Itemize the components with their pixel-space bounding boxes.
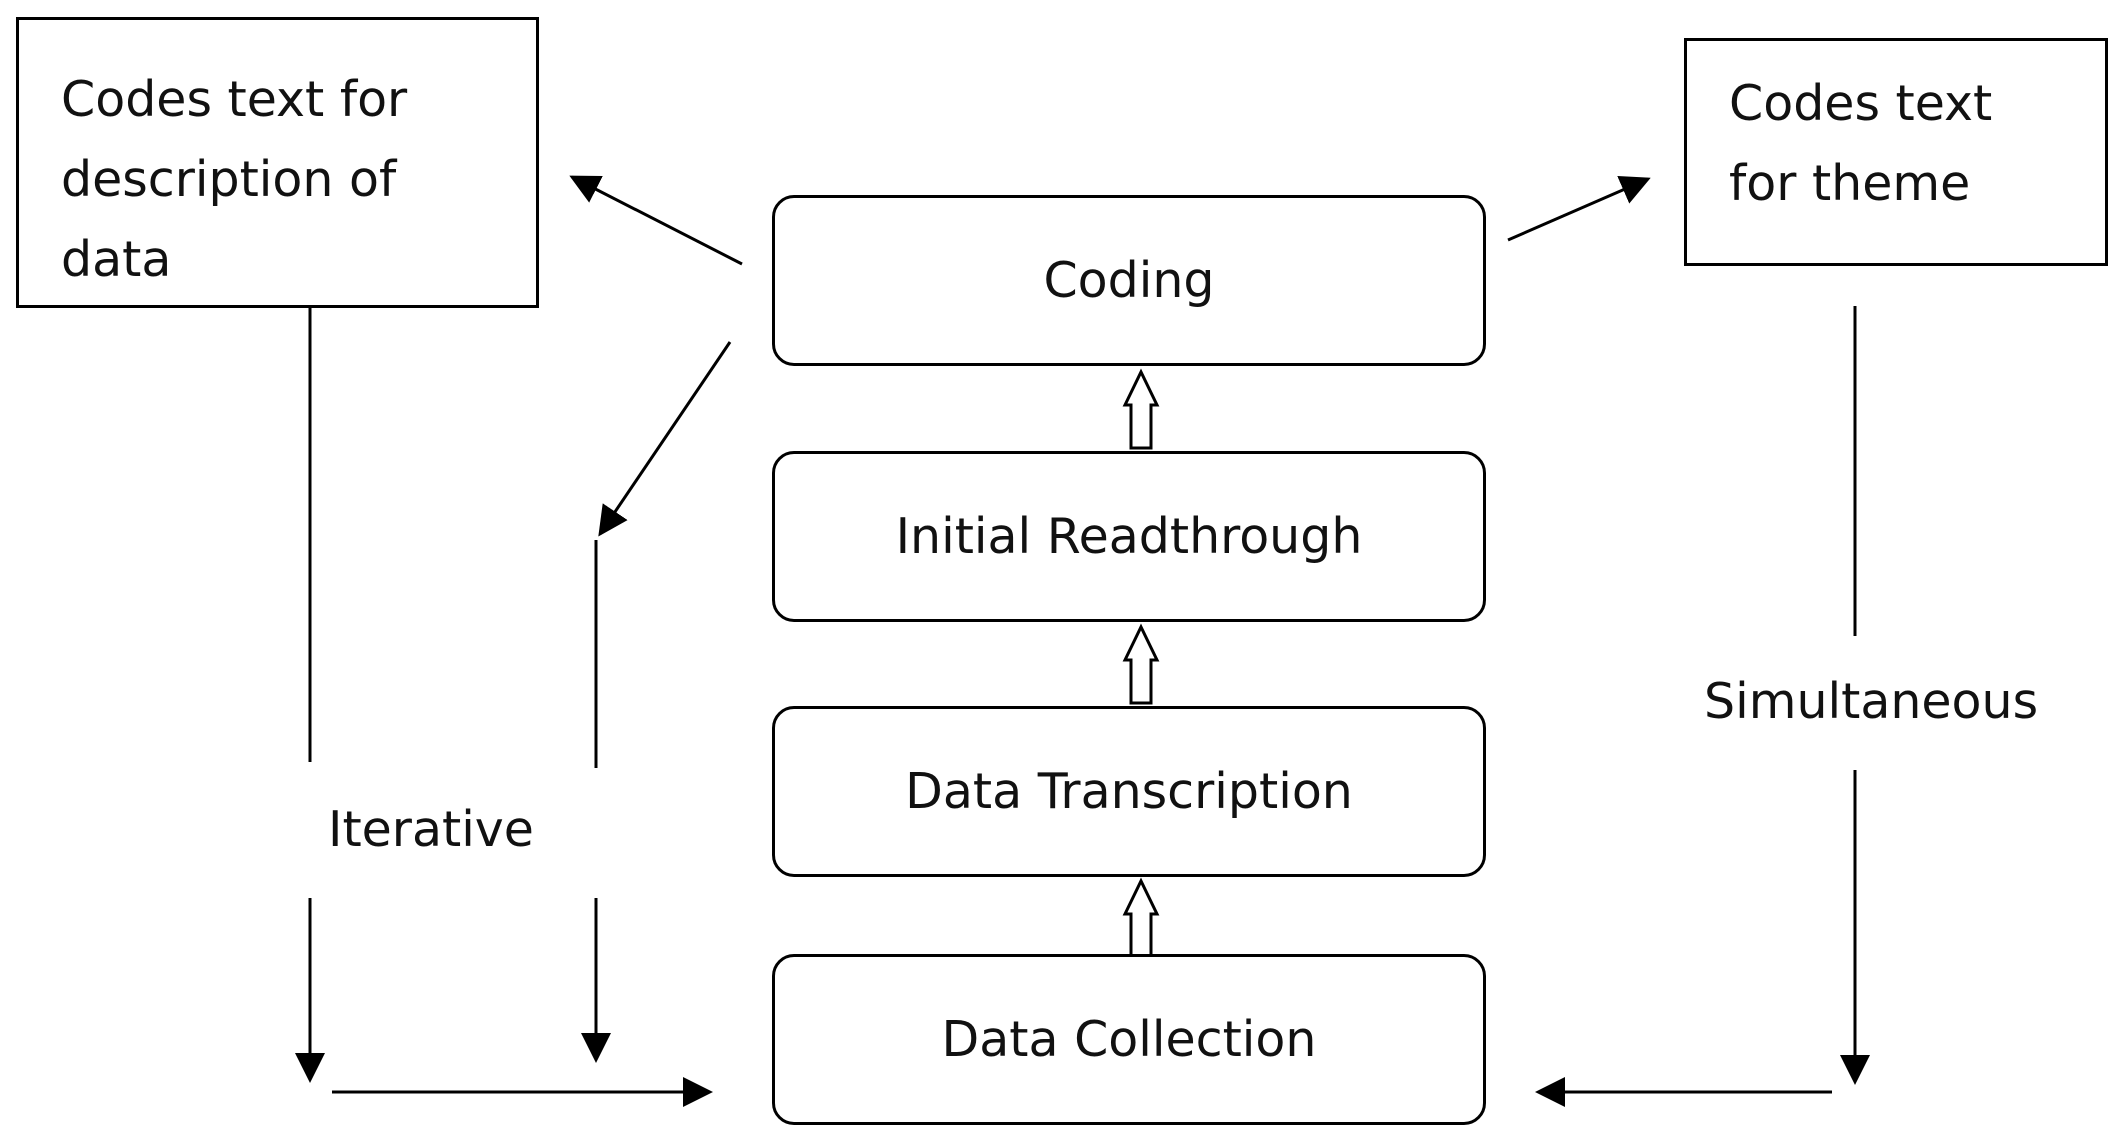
simultaneous-label: Simultaneous xyxy=(1704,672,2039,732)
theme-line-2: for theme xyxy=(1729,155,1971,212)
hollow-arrow-collection-to-transcription xyxy=(1122,877,1160,959)
step-coding-box: Coding xyxy=(772,195,1486,366)
step-data-collection-label: Data Collection xyxy=(941,1010,1317,1068)
theme-codes-text: Codes text for theme xyxy=(1729,64,1992,224)
step-data-transcription-label: Data Transcription xyxy=(905,762,1353,820)
hollow-arrow-transcription-to-readthrough xyxy=(1122,623,1160,705)
step-initial-readthrough-label: Initial Readthrough xyxy=(895,507,1363,565)
arrow-coding-down-left xyxy=(598,341,732,537)
hollow-arrow-readthrough-to-coding xyxy=(1122,368,1160,450)
description-codes-text: Codes text for description of data xyxy=(61,60,407,300)
description-codes-box: Codes text for description of data xyxy=(16,17,539,308)
step-initial-readthrough-box: Initial Readthrough xyxy=(772,451,1486,622)
step-coding-label: Coding xyxy=(1043,251,1215,309)
description-line-1: Codes text for xyxy=(61,71,408,128)
theme-codes-box: Codes text for theme xyxy=(1684,38,2108,266)
iterative-label: Iterative xyxy=(328,800,534,860)
description-line-2: description of xyxy=(61,151,397,208)
theme-line-1: Codes text xyxy=(1729,75,1993,132)
arrow-coding-to-description xyxy=(569,175,743,266)
step-data-collection-box: Data Collection xyxy=(772,954,1486,1125)
step-data-transcription-box: Data Transcription xyxy=(772,706,1486,877)
description-line-3: data xyxy=(61,231,172,288)
arrow-coding-to-theme xyxy=(1507,176,1651,242)
